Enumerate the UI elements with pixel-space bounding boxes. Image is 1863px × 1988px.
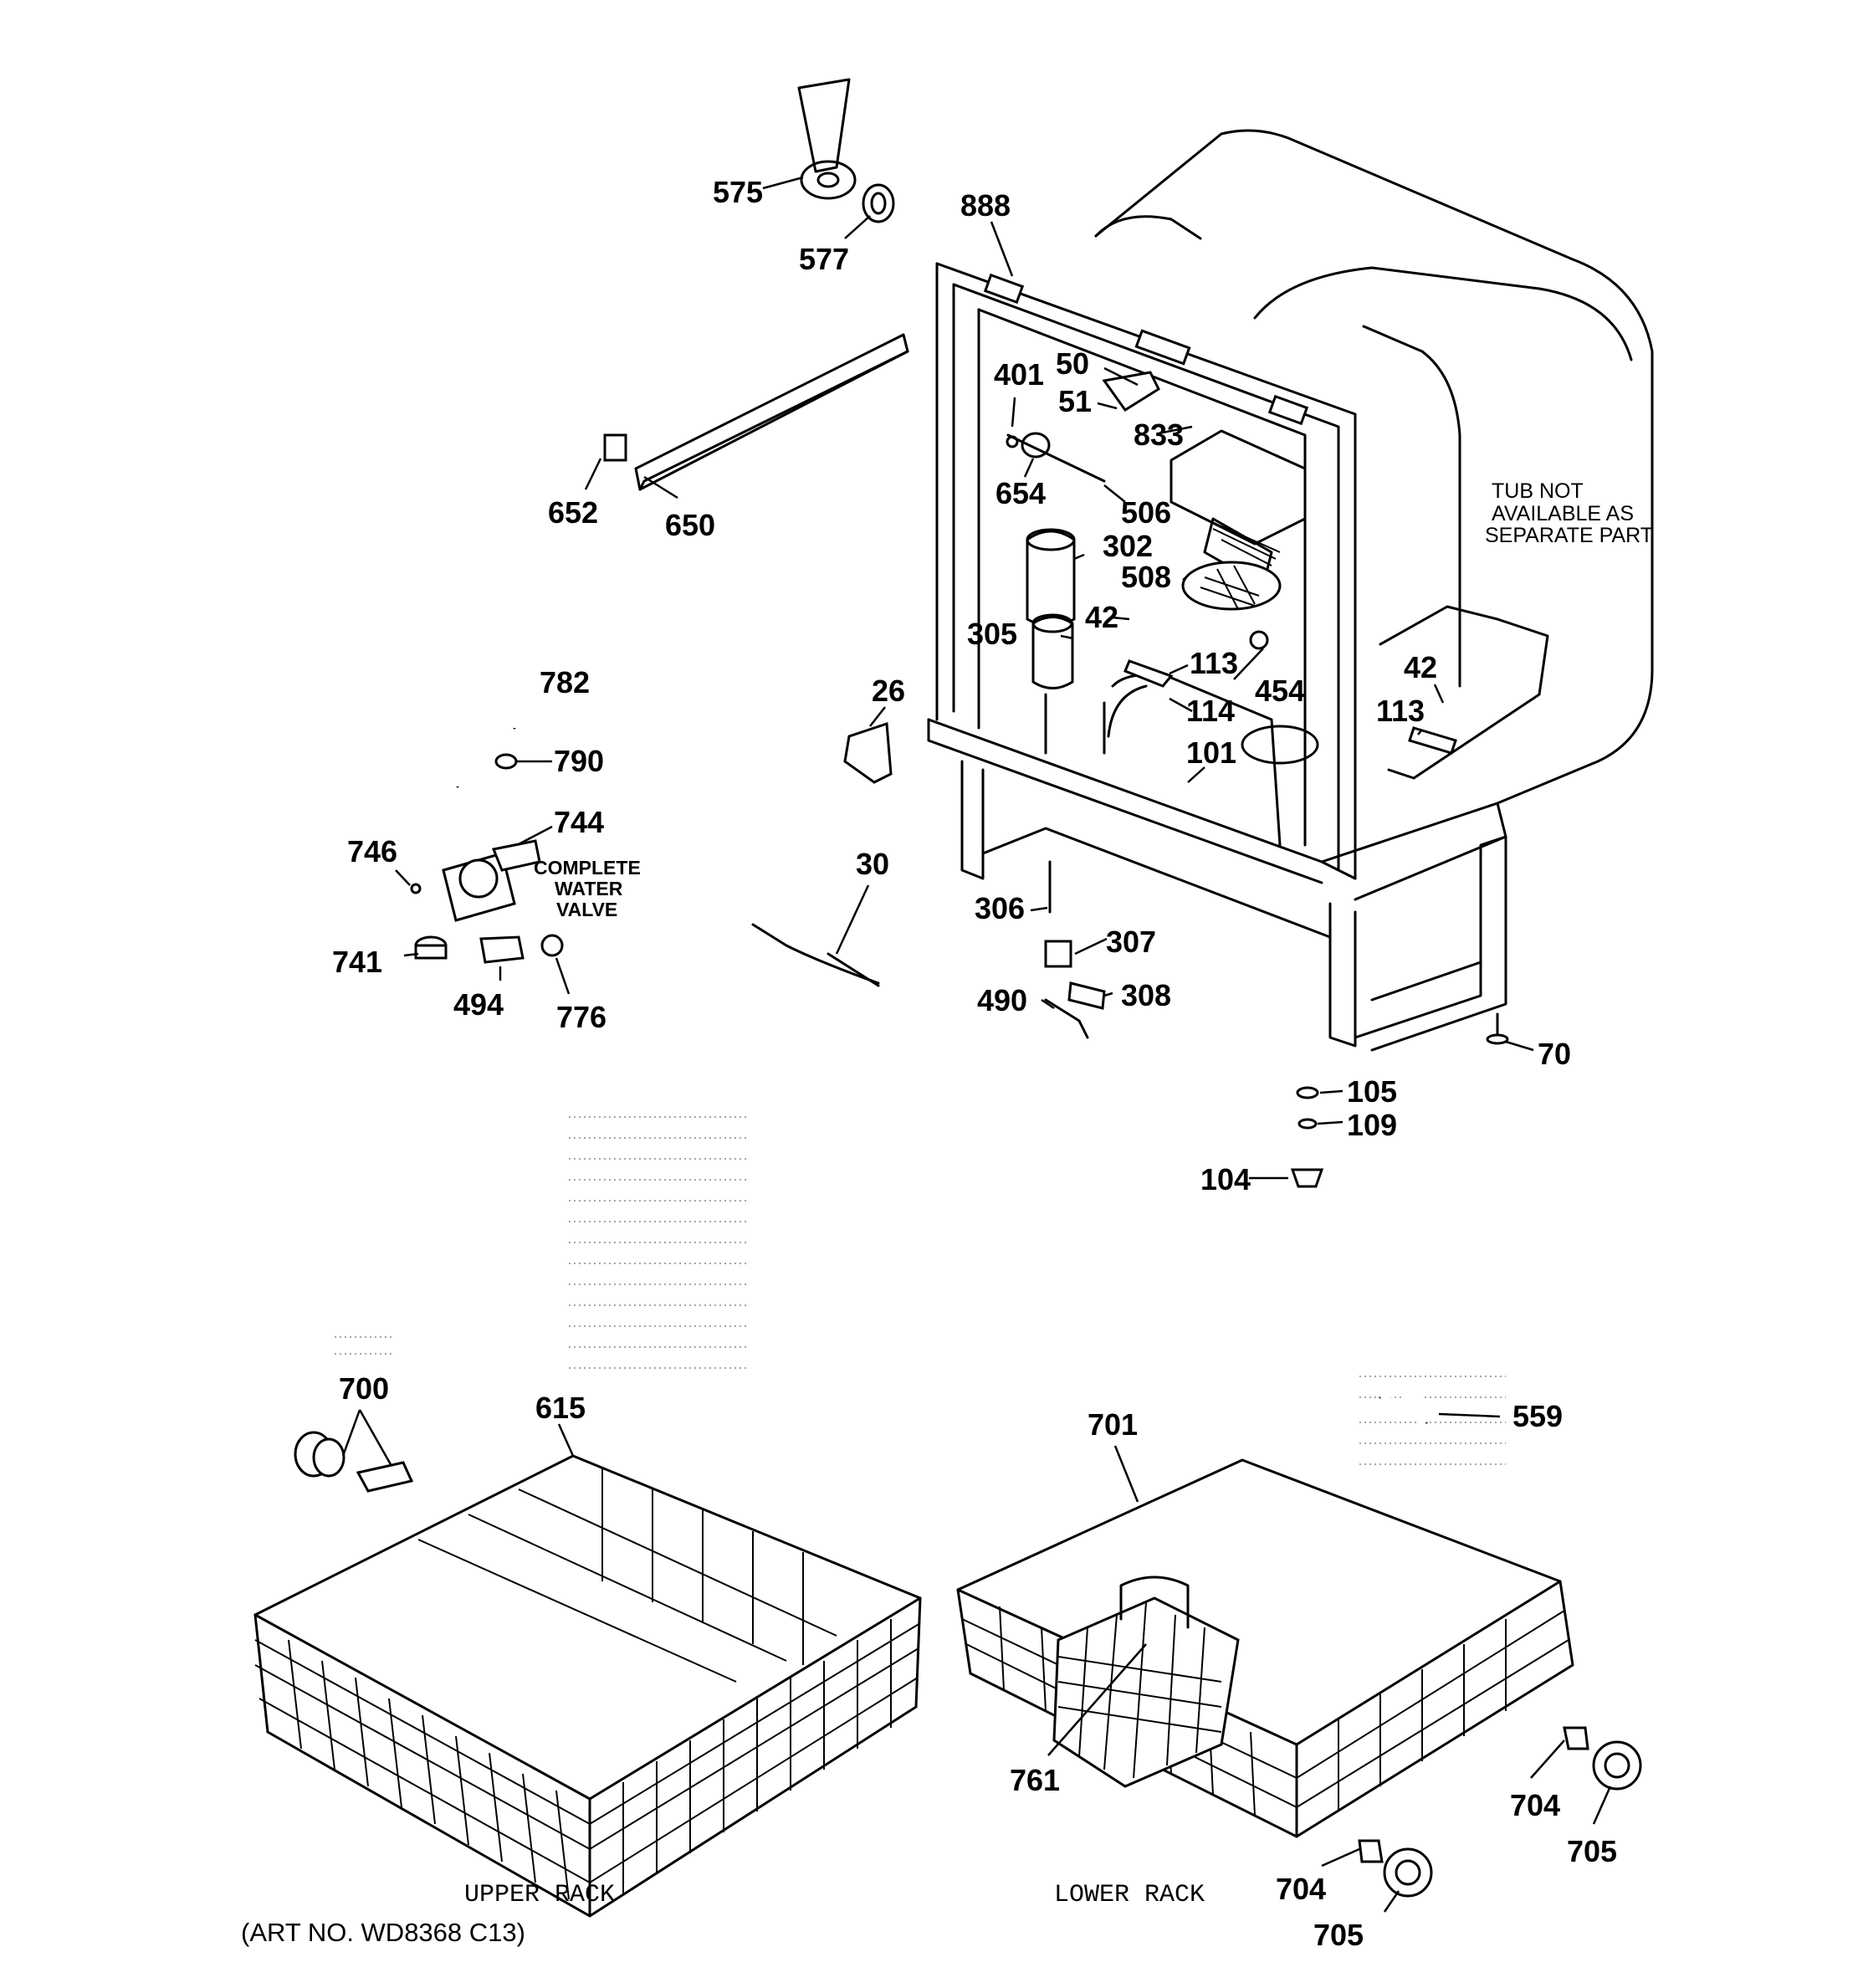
label-307: 307: [1106, 925, 1156, 959]
tub-note-line-3: SEPARATE PART: [1485, 524, 1653, 547]
part-labels: 575 577 888 652 650 401 50 51 833 654 50…: [332, 175, 1617, 1952]
part-508-drawing: [1181, 561, 1282, 611]
label-42-a: 42: [1085, 600, 1118, 634]
notes: TUB NOT AVAILABLE AS SEPARATE PART COMPL…: [241, 479, 1653, 1947]
part-776-drawing: [540, 934, 564, 957]
part-113-114-drawing: [1107, 659, 1174, 738]
part-26-drawing: [843, 721, 893, 784]
lower-rack-caption: LOWER RACK: [1054, 1881, 1205, 1909]
part-70-104-105-109-drawing: [1290, 1012, 1509, 1188]
art-number: (ART NO. WD8368 C13): [241, 1918, 525, 1947]
label-615: 615: [535, 1391, 586, 1425]
part-494-drawing: [479, 935, 525, 964]
part-113b-drawing: [1408, 726, 1457, 755]
label-494: 494: [453, 987, 504, 1022]
label-113-b: 113: [1376, 694, 1425, 728]
valve-note-line-1: COMPLETE: [534, 857, 641, 879]
label-490: 490: [977, 983, 1027, 1017]
label-109: 109: [1347, 1108, 1397, 1142]
label-51: 51: [1058, 384, 1092, 418]
label-508: 508: [1121, 560, 1171, 594]
part-50-drawing: [1102, 371, 1160, 412]
label-741: 741: [332, 945, 382, 979]
part-577-drawing: [862, 183, 895, 223]
part-704-705-drawing: [1358, 1726, 1642, 1898]
label-700: 700: [339, 1371, 389, 1406]
label-652: 652: [548, 495, 598, 530]
valve-note-line-3: VALVE: [556, 899, 617, 920]
label-704-b: 704: [1276, 1872, 1326, 1906]
tub-note-line-2: AVAILABLE AS: [1492, 502, 1634, 525]
part-559-drawing: [1375, 1382, 1433, 1426]
part-782-drawing: [453, 673, 519, 788]
label-26: 26: [872, 674, 905, 708]
label-704-a: 704: [1510, 1788, 1560, 1822]
label-302: 302: [1103, 529, 1153, 563]
label-705-b: 705: [1313, 1918, 1364, 1952]
part-654-drawing: [1006, 432, 1106, 483]
label-306: 306: [975, 891, 1025, 925]
part-650-drawing: [634, 333, 909, 491]
lower-rack-drawing: [956, 1458, 1574, 1838]
label-305: 305: [967, 617, 1017, 651]
valve-note-line-2: WATER: [555, 878, 623, 899]
label-746: 746: [347, 834, 397, 868]
label-790: 790: [554, 744, 604, 778]
part-652-drawing: [603, 433, 627, 462]
label-782: 782: [540, 665, 590, 699]
label-30: 30: [856, 847, 889, 881]
part-454-drawing: [1249, 630, 1269, 650]
part-744-drawing: [442, 839, 541, 922]
part-575-drawing: [797, 78, 857, 200]
label-50: 50: [1056, 346, 1089, 381]
part-746-drawing: [410, 883, 422, 894]
label-101: 101: [1186, 735, 1236, 770]
label-42-b: 42: [1404, 650, 1437, 684]
part-700-drawing: [294, 1431, 414, 1493]
label-744: 744: [554, 805, 604, 839]
label-654: 654: [995, 476, 1046, 510]
label-833: 833: [1134, 418, 1184, 452]
tub-note-line-1: TUB NOT: [1492, 479, 1584, 503]
label-308: 308: [1121, 978, 1171, 1012]
label-761: 761: [1010, 1763, 1060, 1797]
label-705-a: 705: [1567, 1834, 1617, 1868]
tub-assembly: [927, 129, 1654, 1052]
part-302-drawing: [1026, 528, 1076, 628]
leader-lines: [341, 176, 1612, 1913]
label-70: 70: [1538, 1037, 1571, 1071]
label-888: 888: [960, 188, 1011, 223]
label-577: 577: [799, 242, 849, 276]
label-454: 454: [1255, 674, 1305, 708]
label-114: 114: [1186, 694, 1235, 728]
label-105: 105: [1347, 1074, 1397, 1109]
label-776: 776: [556, 1000, 606, 1034]
label-559: 559: [1512, 1399, 1563, 1433]
label-401: 401: [994, 357, 1044, 392]
part-741-drawing: [414, 935, 448, 960]
part-790-drawing: [494, 753, 518, 770]
dotted-ghost-area: [335, 1116, 1506, 1465]
upper-rack-caption: UPPER RACK: [464, 1881, 615, 1909]
label-575: 575: [713, 175, 763, 209]
part-305-drawing: [1031, 613, 1074, 689]
part-30-drawing: [751, 923, 880, 987]
label-506: 506: [1121, 495, 1171, 530]
label-701: 701: [1088, 1407, 1138, 1442]
label-113-a: 113: [1190, 646, 1238, 680]
upper-rack-drawing: [253, 1454, 922, 1918]
part-306-307-308-490-drawing: [1044, 860, 1106, 1039]
label-650: 650: [665, 508, 715, 542]
label-104: 104: [1200, 1162, 1251, 1196]
